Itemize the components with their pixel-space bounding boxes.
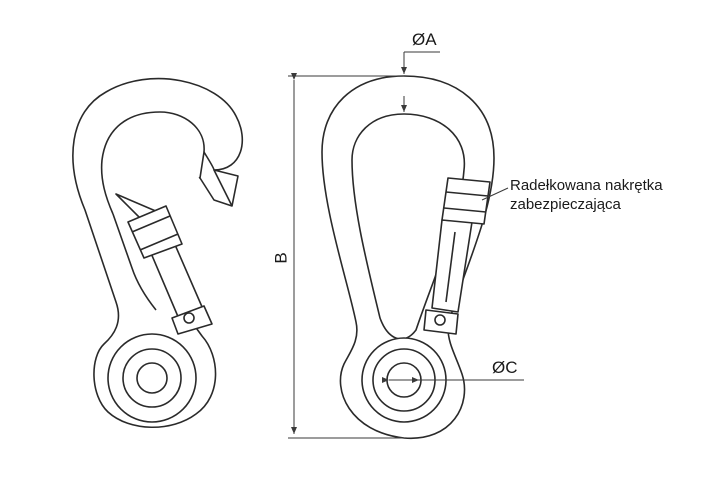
- right-carabiner-closed: [321, 75, 495, 439]
- left-knurled-nut: [127, 205, 183, 259]
- left-eye-ring: [122, 348, 182, 408]
- right-gate-shaft: [431, 219, 473, 313]
- label-diameter-a: ØA: [412, 30, 437, 49]
- label-height-b: B: [271, 252, 291, 264]
- right-knurled-nut: [441, 177, 491, 225]
- annotation-line-1: Radełkowana nakrętka: [510, 177, 663, 194]
- left-body-outer: [72, 77, 244, 429]
- right-gate-hinge: [423, 309, 459, 335]
- label-diameter-c: ØC: [492, 358, 518, 377]
- left-body-inner: [100, 111, 205, 215]
- left-eye-hole: [136, 362, 168, 394]
- annotation-leader: [481, 187, 509, 201]
- left-carabiner-open: [72, 77, 244, 429]
- annotation-line-2: zabezpieczająca: [510, 196, 621, 213]
- left-eye-outer: [107, 333, 197, 423]
- left-gate-hinge: [171, 305, 213, 335]
- dimension-lines: [288, 51, 524, 439]
- right-body-outer: [321, 75, 495, 439]
